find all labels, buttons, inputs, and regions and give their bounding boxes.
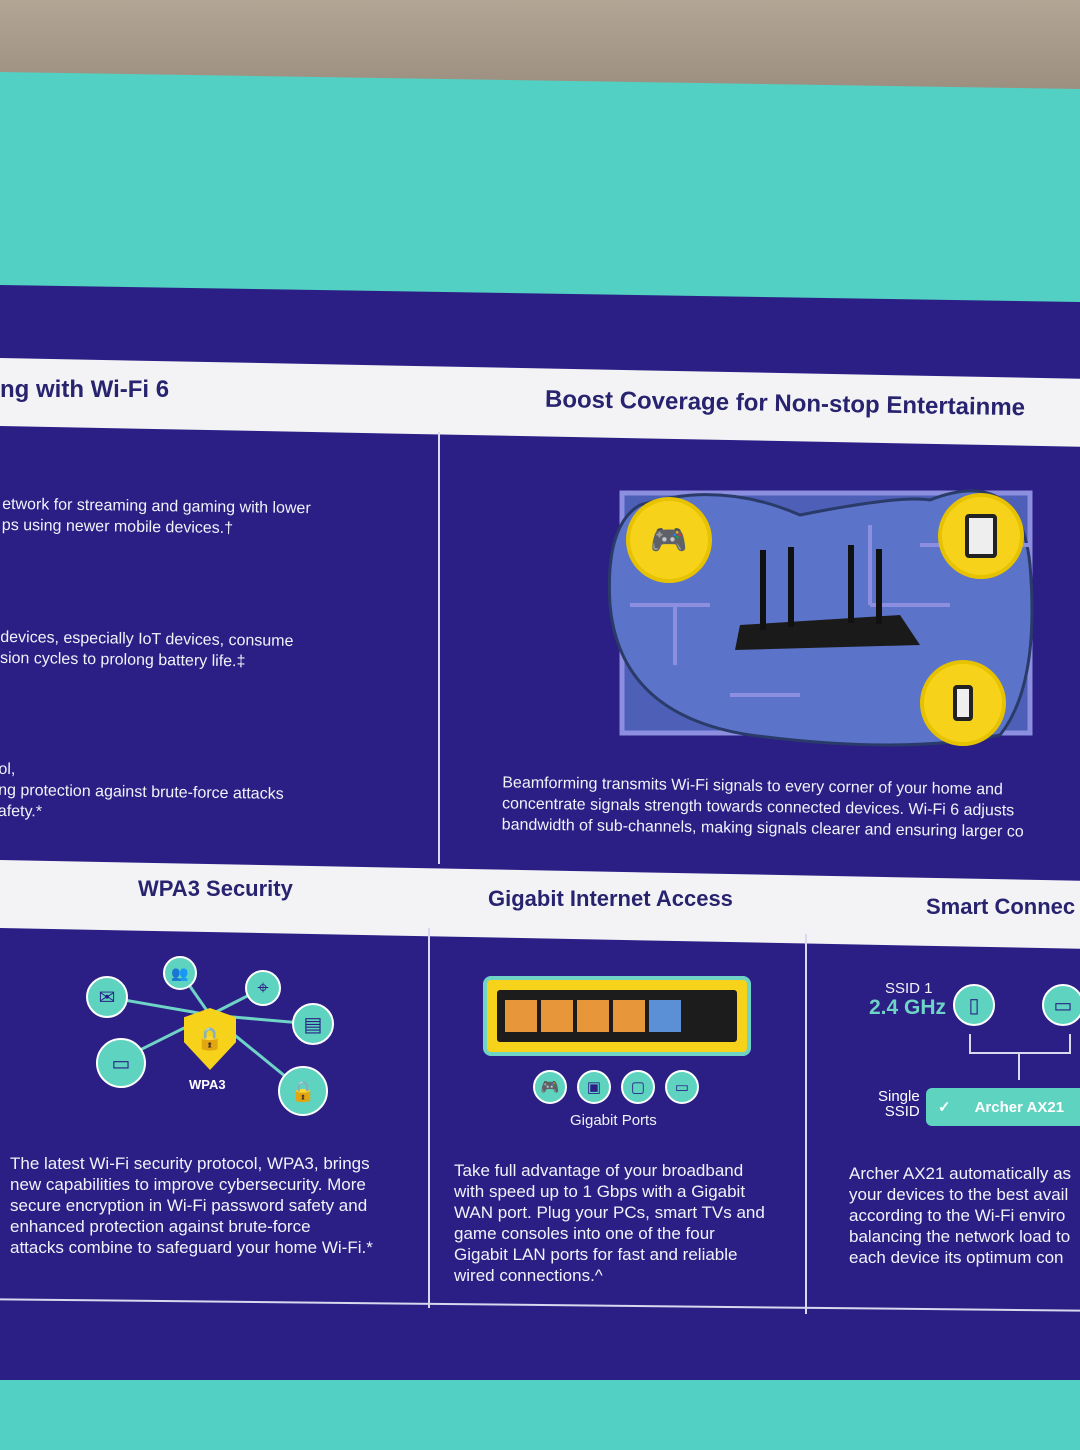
text-line: balancing the network load to bbox=[849, 1227, 1071, 1246]
text-line: Archer AX21 automatically as bbox=[849, 1164, 1072, 1183]
router-name: Archer AX21 bbox=[974, 1098, 1065, 1116]
tablet-icon: ▯ bbox=[953, 984, 995, 1026]
location-icon: ⌖ bbox=[245, 970, 281, 1006]
text-line: sion cycles to prolong battery life.‡ bbox=[0, 649, 246, 671]
section-title: ng with Wi-Fi 6 bbox=[0, 376, 170, 403]
text-line: ng protection against brute-force attack… bbox=[0, 781, 284, 803]
tablet-icon bbox=[938, 493, 1024, 579]
tv-icon: ▣ bbox=[577, 1070, 611, 1104]
box-teal-bottom bbox=[0, 1380, 1080, 1450]
laptop-icon: ▭ bbox=[1042, 984, 1080, 1026]
file-icon: ▤ bbox=[292, 1003, 334, 1045]
section-title: WPA3 Security bbox=[138, 876, 293, 901]
text-line: wired connections.^ bbox=[454, 1266, 603, 1285]
text-line: new capabilities to improve cybersecurit… bbox=[10, 1175, 366, 1194]
band-label: 2.4 GHz bbox=[869, 996, 947, 1019]
lan-port bbox=[541, 1000, 573, 1032]
divider bbox=[428, 928, 430, 1308]
gamepad-icon: 🎮 bbox=[626, 497, 712, 583]
section-title: Gigabit Internet Access bbox=[488, 886, 733, 911]
ports-label: Gigabit Ports bbox=[570, 1112, 657, 1129]
users-icon: 👥 bbox=[163, 956, 197, 990]
lan-port bbox=[505, 1000, 537, 1032]
computer-icon: ▢ bbox=[621, 1070, 655, 1104]
divider bbox=[438, 432, 440, 864]
text-line: attacks combine to safeguard your home W… bbox=[10, 1238, 373, 1257]
router-ports-illustration bbox=[483, 976, 751, 1056]
text-line: enhanced protection against brute-force bbox=[10, 1217, 311, 1236]
text-line: Gigabit LAN ports for fast and reliable bbox=[454, 1245, 738, 1264]
text-line: The latest Wi-Fi security protocol, WPA3… bbox=[10, 1154, 370, 1173]
lan-port bbox=[613, 1000, 645, 1032]
gamepad-icon: 🎮 bbox=[533, 1070, 567, 1104]
wan-port bbox=[649, 1000, 681, 1032]
section-title: Smart Connec bbox=[926, 894, 1076, 919]
single-label: Single bbox=[878, 1088, 920, 1105]
monitor-icon: ▭ bbox=[665, 1070, 699, 1104]
id-card-icon: ▭ bbox=[96, 1038, 146, 1088]
mail-icon: ✉ bbox=[86, 976, 128, 1018]
text-line: ps using newer mobile devices.† bbox=[1, 516, 234, 538]
text-line: with speed up to 1 Gbps with a Gigabit bbox=[454, 1182, 746, 1201]
text-line: your devices to the best avail bbox=[849, 1185, 1069, 1204]
text-line: game consoles into one of the four bbox=[454, 1224, 715, 1243]
text-line: afety.* bbox=[0, 802, 43, 821]
ssid-label: SSID bbox=[884, 1103, 920, 1120]
divider bbox=[805, 934, 807, 1314]
text-line: WAN port. Plug your PCs, smart TVs and bbox=[454, 1203, 765, 1222]
lan-port bbox=[577, 1000, 609, 1032]
text-line: Take full advantage of your broadband bbox=[454, 1161, 744, 1180]
ssid-label: SSID 1 bbox=[885, 980, 933, 997]
connector-line bbox=[969, 1034, 1071, 1054]
single-ssid-badge: ✓ Archer AX21 bbox=[926, 1088, 1080, 1126]
text-line: secure encryption in Wi-Fi password safe… bbox=[10, 1196, 368, 1215]
connector-line bbox=[1018, 1054, 1020, 1080]
lock-icon: 🔒 bbox=[278, 1066, 328, 1116]
text-line: according to the Wi-Fi enviro bbox=[849, 1206, 1066, 1225]
phone-icon bbox=[920, 660, 1006, 746]
wpa3-badge: WPA3 bbox=[189, 1077, 226, 1092]
check-icon: ✓ bbox=[938, 1099, 951, 1116]
text-line: each device its optimum con bbox=[849, 1248, 1064, 1267]
